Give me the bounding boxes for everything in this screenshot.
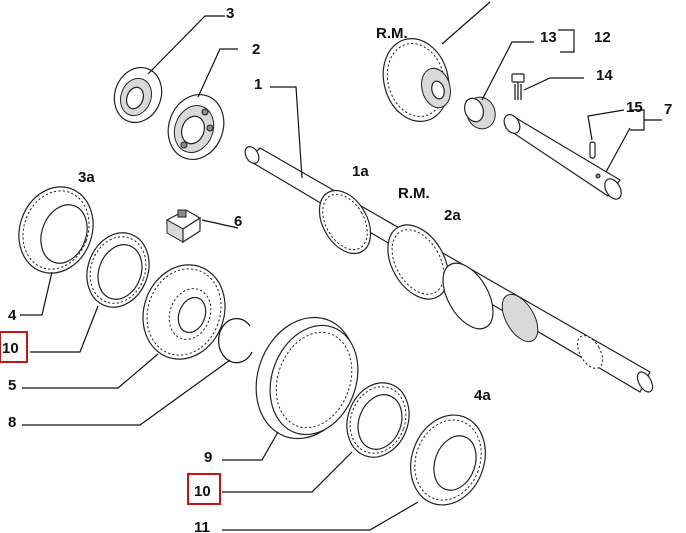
part-14-bolt xyxy=(511,73,525,100)
label-1a: 1a xyxy=(352,163,369,180)
highlight-box-10-left xyxy=(0,331,28,363)
part-10-synchro-ring-left xyxy=(86,232,150,308)
label-8: 8 xyxy=(8,414,16,431)
label-14: 14 xyxy=(596,67,613,84)
highlight-box-10-bottom xyxy=(187,473,221,505)
label-rm-mid: R.M. xyxy=(398,185,430,202)
label-10-bottom: 10 xyxy=(194,483,211,500)
part-7-reverse-shaft xyxy=(503,114,622,200)
part-labels: 3 2 1 R.M. 13 12 14 15 7 3a 1a R.M. 2a 6… xyxy=(0,5,672,533)
part-12-reverse-gear xyxy=(382,37,451,123)
label-5: 5 xyxy=(8,377,16,394)
label-6: 6 xyxy=(234,213,242,230)
part-2-bearing xyxy=(167,94,225,160)
label-9: 9 xyxy=(204,449,212,466)
part-10-synchro-ring-bottom xyxy=(346,382,410,458)
label-2: 2 xyxy=(252,41,260,58)
part-15-pin xyxy=(589,141,596,159)
label-15: 15 xyxy=(626,99,643,116)
part-4-gear xyxy=(18,186,94,274)
part-9-synchro-sleeve xyxy=(255,316,359,440)
part-11-gear xyxy=(410,414,486,506)
label-4a: 4a xyxy=(474,387,491,404)
label-11: 11 xyxy=(194,519,210,533)
label-3: 3 xyxy=(226,5,234,22)
label-4: 4 xyxy=(8,307,17,324)
part-5-synchro-hub xyxy=(142,264,226,360)
part-13-bushing xyxy=(463,96,496,130)
label-13: 13 xyxy=(540,29,557,46)
part-8-circlip xyxy=(217,318,253,364)
label-2a: 2a xyxy=(444,207,461,224)
label-rm-top: R.M. xyxy=(376,25,408,42)
label-1: 1 xyxy=(254,76,262,93)
label-10-left: 10 xyxy=(2,340,19,357)
leader-lines xyxy=(20,1,662,531)
label-7: 7 xyxy=(664,101,672,118)
part-1-main-shaft xyxy=(244,146,654,393)
label-12: 12 xyxy=(594,29,611,46)
part-3-bearing xyxy=(113,66,163,124)
part-6-block xyxy=(165,209,202,244)
label-3a: 3a xyxy=(78,169,95,186)
